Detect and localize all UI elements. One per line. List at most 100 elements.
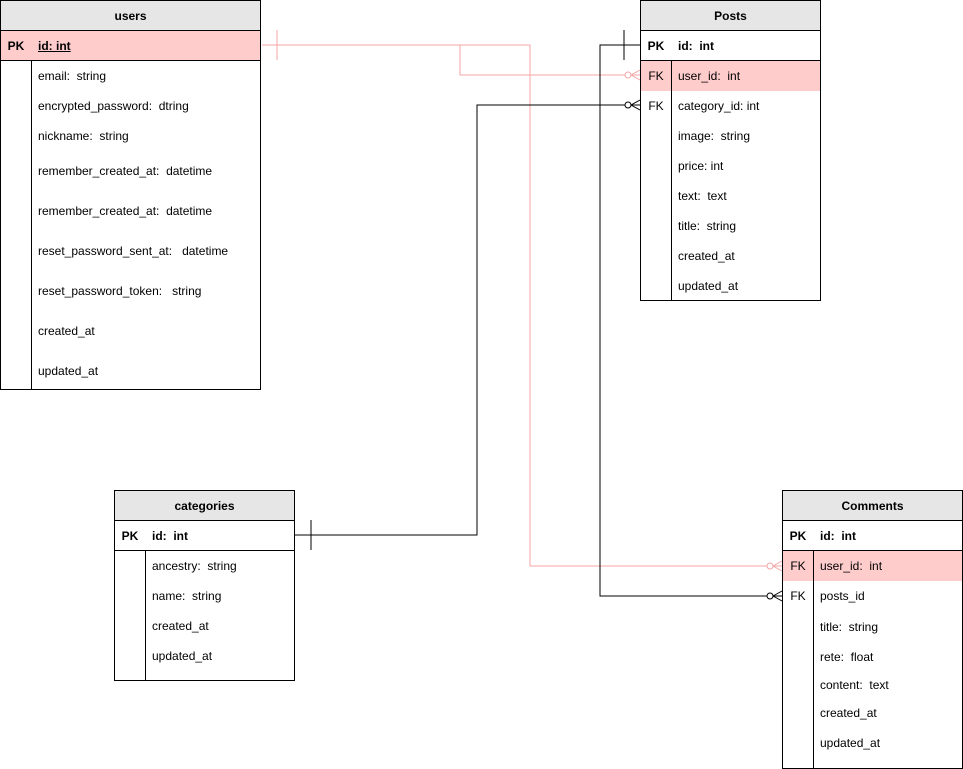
field-label: updated_at [678,279,739,293]
field-row[interactable]: updated_at [641,271,820,301]
field-label: email: string [38,69,107,83]
field-label: rete: float [820,650,874,664]
field-label: updated_at [38,364,99,378]
field-label: category_id: int [678,99,760,113]
table-comments[interactable]: Comments PK id: int FK user_id: int FK p… [782,490,963,769]
field-row[interactable]: created_at [641,241,820,271]
field-row[interactable]: created_at [115,611,294,641]
field-row[interactable]: email: string [1,61,260,91]
field-label: encrypted_password: dtring [38,99,189,113]
field-row[interactable]: updated_at [783,728,962,758]
field-label: id: int [152,528,188,543]
fk-row-category-id[interactable]: FK category_id: int [641,91,820,121]
link-categories-posts [294,104,640,536]
link-users-posts [262,44,640,76]
field-row[interactable]: updated_at [1,356,260,386]
field-label: reset_password_sent_at: datetime [38,244,229,258]
column-divider [145,551,146,680]
field-row[interactable]: image: string [641,121,820,151]
field-label: posts_id [820,589,865,603]
field-row[interactable]: name: string [115,581,294,611]
field-label: user_id: int [820,559,883,573]
field-label: remember_created_at: datetime [38,204,213,218]
field-row[interactable]: reset_password_sent_at: datetime [1,236,260,266]
field-label: name: string [152,589,222,603]
link-users-comments-crow-b [772,565,783,572]
field-row[interactable]: encrypted_password: dtring [1,91,260,121]
fk-row-user-id[interactable]: FK user_id: int [641,61,820,91]
pk-row[interactable]: PK id: int [1,31,260,61]
link-users-comments [262,44,782,567]
fk-row-user-id[interactable]: FK user_id: int [783,551,962,581]
field-label: created_at [678,249,735,263]
link-posts-comments [599,44,782,597]
field-label: user_id: int [678,69,741,83]
field-row[interactable]: title: string [641,211,820,241]
field-row[interactable]: title: string [783,612,962,642]
pk-row[interactable]: PK id: int [641,31,820,61]
field-label: created_at [820,706,877,720]
field-row[interactable]: remember_created_at: datetime [1,156,260,186]
field-row[interactable]: created_at [1,316,260,346]
field-row[interactable]: remember_created_at: datetime [1,196,260,226]
column-divider [671,61,672,300]
field-row[interactable]: price: int [641,151,820,181]
field-label: text: text [678,189,727,203]
key-badge: PK [7,38,25,53]
link-categories-posts-crow-b [630,104,641,111]
column-divider [31,61,32,389]
table-title: Posts [641,1,820,31]
field-label: ancestry: string [152,559,237,573]
fk-row-posts-id[interactable]: FK posts_id [783,581,962,611]
field-row[interactable]: rete: float [783,642,962,672]
link-posts-comments-zero-mark [766,592,774,600]
link-users-posts-crow-a [630,69,641,76]
field-label: updated_at [820,736,881,750]
field-label: created_at [38,324,95,338]
field-row[interactable]: created_at [783,698,962,728]
field-label: created_at [152,619,209,633]
field-row[interactable]: updated_at [115,641,294,671]
link-posts-comments-crow-a [772,590,783,597]
link-users-comments-zero-mark [766,562,774,570]
field-label: content: text [820,678,889,692]
link-categories-posts-zero-mark [624,101,632,109]
field-label: id: int [820,528,856,543]
pk-row[interactable]: PK id: int [783,521,962,551]
field-row[interactable]: nickname: string [1,121,260,151]
table-posts[interactable]: Posts PK id: int FK user_id: int FK cate… [640,0,821,301]
field-label: updated_at [152,649,213,663]
key-badge: PK [789,528,807,543]
field-label: title: string [678,219,737,233]
key-badge: PK [121,528,139,543]
field-label: title: string [820,620,879,634]
field-row[interactable]: reset_password_token: string [1,276,260,306]
table-title: categories [115,491,294,521]
pk-row[interactable]: PK id: int [115,521,294,551]
key-badge: PK [647,38,665,53]
link-users-posts-crow-b [630,74,641,81]
link-posts-comments-crow-b [772,595,783,602]
table-title: Comments [783,491,962,521]
table-users[interactable]: users PK id: int email: string encrypted… [0,0,261,390]
key-badge: FK [648,69,664,83]
key-badge: FK [790,589,806,603]
table-categories[interactable]: categories PK id: int ancestry: string n… [114,490,295,681]
key-badge: FK [790,559,806,573]
link-users-comments-crow-a [772,560,783,567]
field-label: nickname: string [38,129,129,143]
field-row[interactable]: text: text [641,181,820,211]
field-label: id: int [678,38,714,53]
field-label: remember_created_at: datetime [38,164,213,178]
table-title: users [1,1,260,31]
field-label: id: int [38,38,71,53]
column-divider [813,551,814,768]
field-label: reset_password_token: string [38,284,202,298]
field-row[interactable]: content: text [783,670,962,700]
field-label: price: int [678,159,724,173]
link-users-posts-zero-mark [624,71,632,79]
field-label: image: string [678,129,751,143]
field-row[interactable]: ancestry: string [115,551,294,581]
link-categories-posts-crow-a [630,99,641,106]
